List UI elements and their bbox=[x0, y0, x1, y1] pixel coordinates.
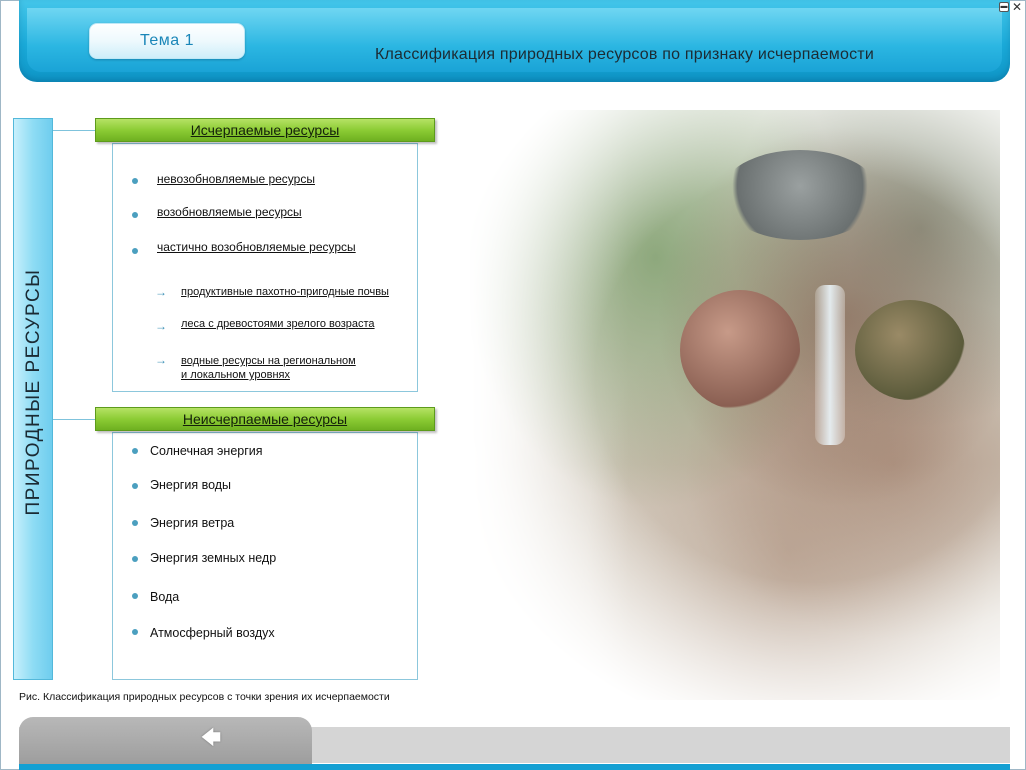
topic-1-button[interactable]: Тема 1 bbox=[89, 23, 245, 59]
bullet-icon bbox=[132, 212, 138, 218]
renewable-link[interactable]: возобновляемые ресурсы bbox=[157, 205, 302, 219]
bullet-icon bbox=[132, 593, 138, 599]
exhaustible-heading[interactable]: Исчерпаемые ресурсы bbox=[95, 118, 435, 142]
minimize-icon[interactable]: ▬ bbox=[999, 2, 1009, 12]
connector-line bbox=[53, 419, 95, 420]
back-button[interactable] bbox=[19, 717, 312, 765]
list-item: Солнечная энергия bbox=[150, 444, 263, 458]
bullet-icon bbox=[132, 178, 138, 184]
arrow-right-icon: → bbox=[155, 319, 167, 333]
photo-rock bbox=[855, 300, 965, 400]
footer-accent-line bbox=[19, 764, 1010, 770]
natural-resources-bar bbox=[13, 118, 53, 680]
figure-caption: Рис. Классификация природных ресурсов с … bbox=[19, 691, 390, 703]
forests-link[interactable]: леса с древостоями зрелого возраста bbox=[181, 318, 375, 330]
list-item: Энергия воды bbox=[150, 478, 232, 492]
back-arrow-icon[interactable]: 🡄 bbox=[200, 727, 222, 749]
water-resources-link[interactable]: водные ресурсы на региональном bbox=[181, 355, 356, 367]
arrow-right-icon: → bbox=[155, 353, 167, 367]
header-banner bbox=[19, 0, 1010, 82]
list-item: Атмосферный воздух bbox=[150, 626, 275, 640]
bullet-icon bbox=[132, 520, 138, 526]
bullet-icon bbox=[132, 629, 138, 635]
photo-rock bbox=[720, 150, 880, 240]
list-item: Энергия земных недр bbox=[150, 551, 277, 565]
list-item: Энергия ветра bbox=[150, 516, 235, 530]
inexhaustible-heading[interactable]: Неисчерпаемые ресурсы bbox=[95, 407, 435, 431]
inexhaustible-box bbox=[112, 432, 418, 680]
list-item: Вода bbox=[150, 590, 180, 604]
waterfall bbox=[815, 285, 845, 445]
exhaustible-box bbox=[112, 143, 418, 392]
partially-renewable-link[interactable]: частично возобновляемые ресурсы bbox=[157, 240, 356, 254]
nonrenewable-link[interactable]: невозобновляемые ресурсы bbox=[157, 172, 315, 186]
natural-resources-label: ПРИРОДНЫЕ РЕСУРСЫ bbox=[23, 268, 44, 516]
bullet-icon bbox=[132, 556, 138, 562]
photo-rock bbox=[680, 290, 800, 410]
bullet-icon bbox=[132, 448, 138, 454]
close-icon[interactable]: ✕ bbox=[1012, 0, 1023, 14]
page-title: Классификация природных ресурсов по приз… bbox=[375, 46, 874, 63]
water-resources-link-line2[interactable]: и локальном уровнях bbox=[181, 369, 290, 381]
bullet-icon bbox=[132, 483, 138, 489]
soils-link[interactable]: продуктивные пахотно-пригодные почвы bbox=[181, 286, 389, 298]
bullet-icon bbox=[132, 248, 138, 254]
arrow-right-icon: → bbox=[155, 285, 167, 299]
connector-line bbox=[53, 130, 95, 131]
